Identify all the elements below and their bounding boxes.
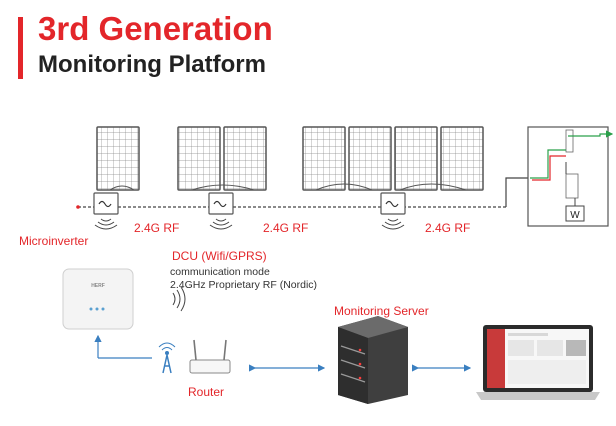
- dcu-brand-label: HERF: [91, 283, 105, 289]
- microinverter-label: Microinverter: [19, 234, 89, 248]
- solar-panel: [96, 126, 140, 191]
- rf-label-3: 2.4G RF: [425, 221, 471, 235]
- wireless-signal-icon: [209, 218, 233, 230]
- laptop-icon: [476, 325, 600, 400]
- solar-panel: [440, 126, 484, 191]
- page-subtitle: Monitoring Platform: [38, 51, 266, 78]
- solar-panel: [348, 126, 392, 191]
- electrical-panel: [527, 126, 614, 227]
- dcu-device: [62, 268, 134, 330]
- solar-panel: [177, 126, 221, 191]
- microinverter-box: [380, 192, 406, 215]
- router-label: Router: [188, 385, 225, 399]
- page-title: 3rd Generation: [38, 10, 273, 47]
- server-icon: [338, 316, 408, 404]
- server-label: Monitoring Server: [334, 304, 429, 318]
- solar-panel: [223, 126, 267, 191]
- dcu-label: DCU (Wifi/GPRS): [172, 249, 267, 263]
- comm-mode-label: communication mode: [170, 266, 270, 278]
- wireless-signal-icon: [172, 286, 186, 312]
- line-end-cap: [76, 205, 80, 209]
- comm-protocol-label: 2.4GHz Proprietary RF (Nordic): [170, 279, 318, 291]
- microinverter-box: [93, 192, 119, 215]
- title-accent-bar: [18, 17, 23, 79]
- connection-arrow: [94, 334, 152, 359]
- rf-label-2: 2.4G RF: [263, 221, 309, 235]
- solar-panel: [302, 126, 346, 191]
- meter-label: W: [570, 210, 580, 221]
- wireless-signal-icon: [381, 218, 405, 230]
- wireless-signal-icon: [94, 218, 118, 230]
- solar-panel: [394, 126, 438, 191]
- microinverter-box: [208, 192, 234, 215]
- antenna-tower-icon: [158, 342, 176, 374]
- router-device: [189, 339, 231, 374]
- rf-label-1: 2.4G RF: [134, 221, 180, 235]
